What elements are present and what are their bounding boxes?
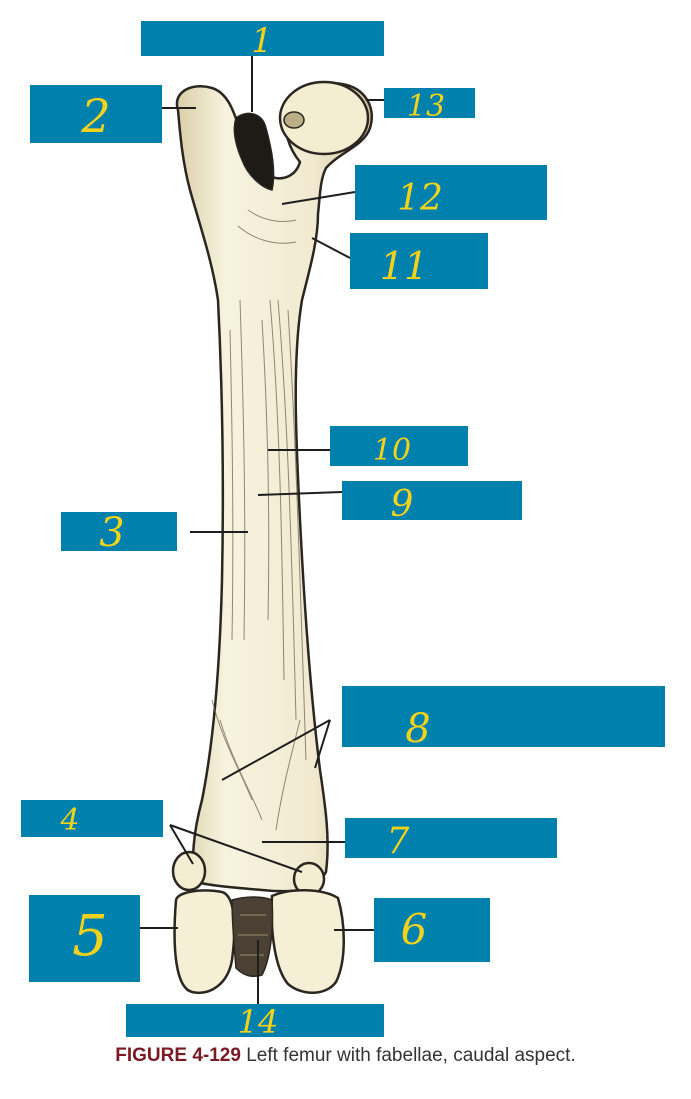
label-text-9: 9 bbox=[391, 484, 414, 525]
label-box-6 bbox=[374, 898, 490, 962]
medial-condyle bbox=[270, 888, 345, 994]
label-box-8 bbox=[342, 686, 665, 747]
trochanteric-fossa bbox=[233, 112, 275, 191]
lateral-fabella bbox=[171, 850, 207, 892]
label-text-14: 14 bbox=[238, 1003, 279, 1041]
label-text-3: 3 bbox=[99, 510, 124, 556]
label-text-10: 10 bbox=[373, 433, 411, 468]
leader-11 bbox=[311, 237, 351, 259]
label-text-4: 4 bbox=[59, 803, 79, 838]
label-text-12: 12 bbox=[397, 178, 443, 219]
shaft-hatching bbox=[211, 209, 307, 831]
figure-caption: FIGURE 4-129 Left femur with fabellae, c… bbox=[0, 1045, 691, 1067]
fossa-hatching bbox=[238, 914, 268, 956]
intercondyloid-fossa bbox=[231, 896, 274, 978]
label-text-13: 13 bbox=[407, 89, 445, 124]
leader-9 bbox=[257, 491, 343, 496]
label-text-8: 8 bbox=[405, 706, 430, 752]
label-boxes bbox=[21, 21, 665, 1037]
label-box-4 bbox=[21, 800, 163, 837]
femur-illustration bbox=[171, 80, 373, 994]
label-box-11 bbox=[350, 233, 488, 289]
figure-caption-text: Left femur with fabellae, caudal aspect. bbox=[246, 1045, 576, 1066]
label-box-14 bbox=[126, 1004, 384, 1037]
label-box-7 bbox=[345, 818, 557, 858]
lateral-condyle bbox=[173, 889, 236, 994]
femur-body bbox=[175, 81, 373, 893]
leader-8b bbox=[314, 719, 331, 769]
label-box-13 bbox=[384, 88, 475, 118]
label-text-5: 5 bbox=[72, 904, 108, 969]
leader-4b bbox=[169, 824, 303, 873]
label-box-9 bbox=[342, 481, 522, 520]
label-box-10 bbox=[330, 426, 468, 466]
label-box-3 bbox=[61, 512, 177, 551]
leader-12 bbox=[281, 191, 356, 205]
label-box-5 bbox=[29, 895, 140, 982]
label-text-11: 11 bbox=[380, 244, 428, 288]
label-text-7: 7 bbox=[387, 821, 410, 862]
leader-4a bbox=[169, 824, 194, 865]
label-text-6: 6 bbox=[401, 905, 428, 954]
label-box-12 bbox=[355, 165, 547, 220]
femoral-head bbox=[278, 80, 370, 156]
label-text-1: 1 bbox=[251, 21, 273, 61]
handwritten-numbers: 1 2 13 12 11 10 9 3 8 4 7 5 6 14 bbox=[59, 21, 445, 1041]
leader-lines bbox=[140, 56, 384, 1004]
figure-number: FIGURE 4-129 bbox=[115, 1045, 241, 1066]
label-box-2 bbox=[30, 85, 162, 143]
leader-8a bbox=[221, 719, 331, 781]
label-box-1 bbox=[141, 21, 384, 56]
label-text-2: 2 bbox=[80, 89, 110, 143]
fovea-capitis bbox=[283, 111, 305, 129]
